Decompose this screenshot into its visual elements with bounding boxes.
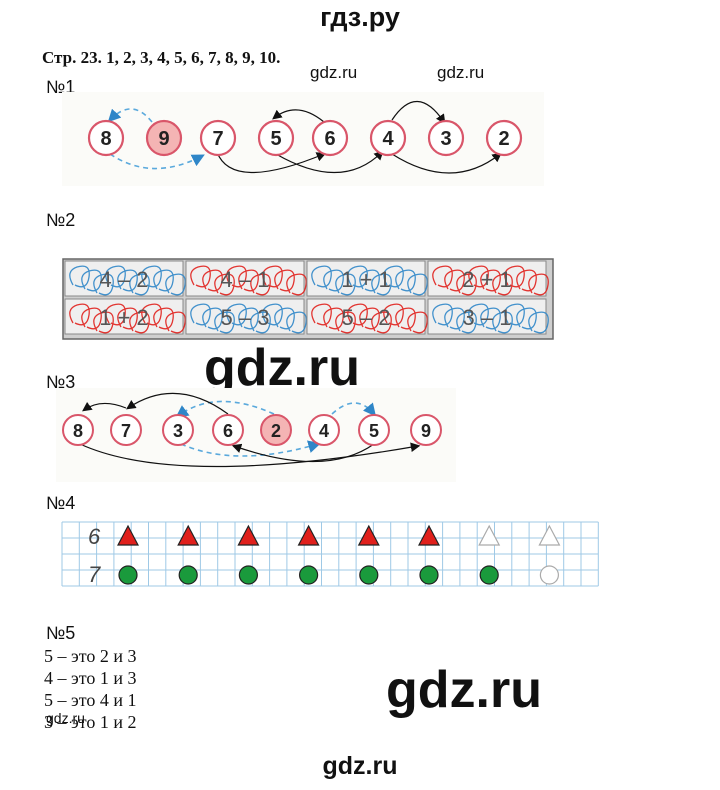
number-circle: 5 — [257, 119, 295, 157]
circle-number: 6 — [324, 128, 335, 150]
circle-number: 4 — [382, 128, 394, 150]
circle-number: 7 — [212, 128, 223, 150]
number-circle: 3 — [162, 414, 194, 446]
circle-number: 2 — [498, 128, 509, 150]
circle-filled — [359, 565, 379, 585]
task-3-number: №3 — [46, 372, 76, 392]
number-circle: 4 — [308, 414, 340, 446]
expression-cell: 5 – 2 — [306, 298, 428, 335]
circle-filled — [479, 565, 499, 585]
task-3-diagram: 8 7 3 6 2 4 5 9 — [62, 392, 442, 468]
circle-number: 8 — [73, 421, 83, 441]
number-circle: 7 — [110, 414, 142, 446]
expression-cell: 2 + 1 — [427, 260, 549, 297]
watermark-small: gdz.ru — [437, 63, 485, 82]
watermark-large: gdz.ru — [204, 339, 360, 397]
answer-line-4: 3 – это 1 и 2 — [44, 712, 137, 733]
expression-cell: 1 + 1 — [306, 260, 428, 297]
watermark-small: gdz.ru — [310, 63, 358, 82]
answer-text: 3 – это 1 и 2 — [44, 712, 137, 732]
circle-number: 5 — [270, 128, 281, 150]
circle-number: 6 — [223, 421, 233, 441]
answer-text: 5 – это 2 и 3 — [44, 646, 137, 666]
answer-line-3: 5 – это 4 и 1 — [44, 690, 137, 711]
expression-text: 4 – 1 — [221, 267, 270, 292]
expression-text: 4 – 2 — [100, 267, 149, 292]
triangle-filled — [177, 524, 200, 546]
number-circle: 3 — [427, 119, 465, 157]
task-1-panel: 8 9 7 5 6 4 3 2 — [62, 92, 544, 186]
watermark-large: gdz.ru — [386, 661, 542, 719]
number-circle: 9 — [410, 414, 442, 446]
task-5-number: №5 — [46, 623, 76, 643]
expression-cell: 4 – 2 — [64, 260, 186, 297]
expression-cell: 5 – 3 — [185, 298, 307, 335]
circle-filled — [419, 565, 439, 585]
site-footer[interactable]: gdz.ru — [322, 752, 398, 780]
expression-text: 2 + 1 — [462, 267, 512, 292]
task-1-circles: 8 9 7 5 6 4 3 2 — [87, 119, 523, 157]
task-4-drawing: 67 — [58, 520, 604, 588]
expression-text: 5 – 3 — [221, 305, 270, 330]
triangle-empty — [538, 524, 561, 546]
number-circle: 8 — [62, 414, 94, 446]
task-1-diagram: 8 9 7 5 6 4 3 2 — [87, 101, 523, 174]
row-label: 7 — [88, 562, 101, 587]
circle-filled — [299, 565, 319, 585]
answer-line-1: 5 – это 2 и 3 — [44, 646, 137, 667]
task-2-grid: 4 – 2 4 – 1 1 + 1 2 + 1 1 + 2 5 – 3 5 – 2 3 – 1 — [62, 258, 554, 340]
number-circle: 5 — [358, 414, 390, 446]
expression-text: 1 + 1 — [341, 267, 391, 292]
answer-text: 4 – это 1 и 3 — [44, 668, 137, 688]
expression-text: 5 – 2 — [342, 305, 391, 330]
number-circle: 7 — [199, 119, 237, 157]
answer-line-2: 4 – это 1 и 3 — [44, 668, 137, 689]
expression-text: 1 + 2 — [99, 305, 149, 330]
triangle-filled — [297, 524, 320, 546]
circle-number: 7 — [121, 421, 131, 441]
task-3-panel: 8 7 3 6 2 4 5 9 — [56, 388, 456, 482]
triangle-filled — [117, 524, 139, 546]
page-reference: Стр. 23. 1, 2, 3, 4, 5, 6, 7, 8, 9, 10. — [42, 48, 281, 67]
circle-empty — [539, 565, 559, 585]
circle-number: 9 — [158, 128, 169, 150]
number-circle: 9 — [145, 119, 183, 157]
expression-cell: 4 – 1 — [185, 260, 307, 297]
expression-text: 3 – 1 — [463, 305, 512, 330]
task-2-table: 4 – 2 4 – 1 1 + 1 2 + 1 1 + 2 5 – 3 5 – 2 3 – 1 — [62, 258, 556, 340]
task-2-number: №2 — [46, 210, 76, 230]
number-circle: 2 — [485, 119, 523, 157]
triangle-filled — [237, 524, 260, 546]
watermark-small: gdz.ru — [46, 710, 85, 726]
circle-filled — [238, 565, 258, 585]
site-header[interactable]: гдз.ру — [320, 2, 400, 32]
circle-number: 5 — [369, 421, 379, 441]
number-circle: 6 — [311, 119, 349, 157]
circle-number: 4 — [319, 421, 329, 441]
number-circle: 2 — [260, 414, 292, 446]
circle-number: 3 — [440, 128, 451, 150]
number-circle: 8 — [87, 119, 125, 157]
triangle-empty — [478, 524, 501, 546]
circle-filled — [118, 565, 138, 585]
triangle-filled — [357, 524, 380, 546]
circle-number: 8 — [100, 128, 111, 150]
triangle-filled — [418, 524, 440, 546]
circle-number: 2 — [271, 421, 281, 441]
row-label: 6 — [88, 524, 101, 549]
answer-text: 5 – это 4 и 1 — [44, 690, 137, 710]
number-circle: 6 — [212, 414, 244, 446]
circle-number: 3 — [173, 421, 183, 441]
task-4-number: №4 — [46, 493, 76, 513]
expression-cell: 3 – 1 — [427, 298, 549, 335]
number-circle: 4 — [369, 119, 407, 157]
circle-number: 9 — [421, 421, 431, 441]
expression-cell: 1 + 2 — [64, 298, 186, 335]
circle-filled — [178, 565, 198, 585]
